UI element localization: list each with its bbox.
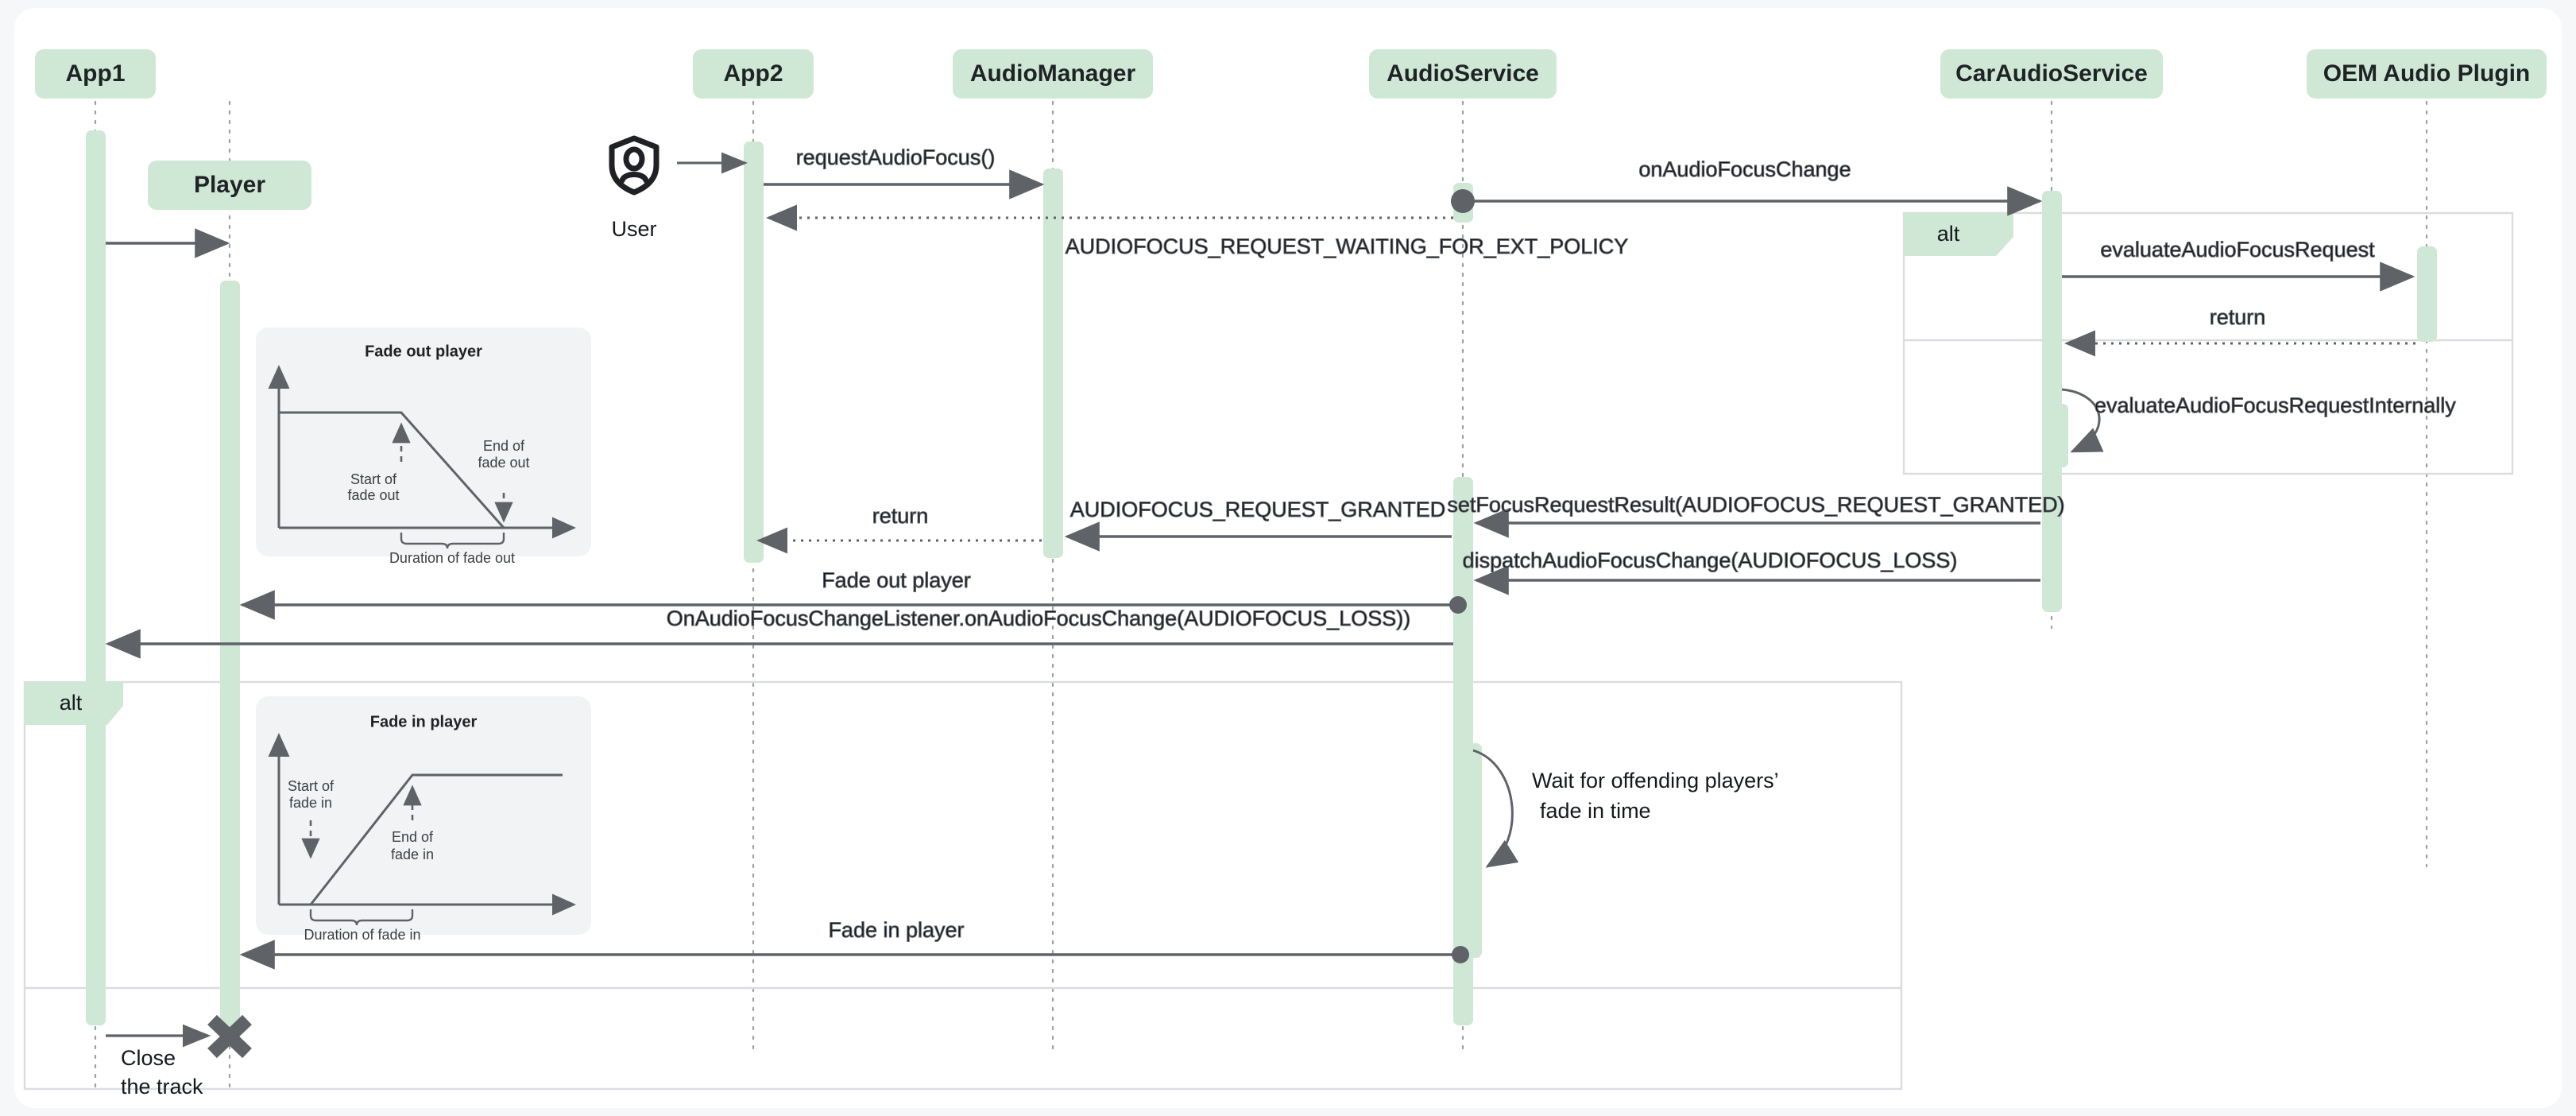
fade-out-duration-brace [400,533,505,549]
participant-label-app2: App2 [724,60,783,87]
activation-app1 [86,130,106,1025]
fragment-alt-1: alt [1902,211,2514,475]
activation-caraudioservice-self [2048,404,2068,467]
participant-player[interactable]: Player [148,161,311,210]
message-label-m12: Fade out player [822,568,971,592]
fade-in-duration-label: Duration of fade in [304,927,420,943]
fade-in-ann-end-l2: fade in [391,847,434,862]
activation-bars [86,130,2437,1044]
message-label-m10: return [872,504,929,528]
activation-caraudioservice [2042,191,2062,612]
fade-out-ann-end-l2: fade out [478,455,529,471]
fade-out-ann-end-l1: End of [483,438,525,454]
messages: requestAudioFocus() onAudioFocusChange A… [105,145,2457,970]
fade-in-ann-start-l1: Start of [288,778,335,794]
fade-out-ann-start-l2: fade out [347,487,399,503]
message-label-m15-line2: the track [121,1075,203,1099]
message-fade-in-player [239,940,1469,970]
fade-in-duration-brace [309,909,414,926]
message-fade-out-player [239,590,1467,620]
message-label-m15-line1: Close [121,1046,176,1070]
message-label-m3: onAudioFocusChange [1638,157,1851,181]
activation-oemplugin [2417,246,2437,342]
fade-in-ann-start-l2: fade in [289,795,332,811]
fade-in-series [279,773,563,906]
note-wait-offending-players: Wait for offending players’ fade in time [1472,749,1779,868]
participant-label-player: Player [194,172,265,198]
activation-app2 [744,141,764,563]
participant-audioservice[interactable]: AudioService [1369,49,1557,99]
message-evaluate-internally-selfloop [2061,388,2104,453]
participant-app2[interactable]: App2 [693,49,814,99]
message-on-audio-focus-change [1451,186,2043,216]
message-label-m8: setFocusRequestResult(AUDIOFOCUS_REQUEST… [1447,493,2064,517]
activation-audioservice-3 [1462,743,1482,958]
participant-caraudioservice[interactable]: CarAudioService [1940,49,2163,99]
actor-user[interactable]: User [609,135,659,241]
message-label-m11: dispatchAudioFocusChange(AUDIOFOCUS_LOSS… [1463,548,1958,572]
participant-label-audiomanager: AudioManager [970,60,1136,87]
participant-app1[interactable]: App1 [35,49,156,99]
participant-label-caraudioservice: CarAudioService [1955,60,2148,87]
participant-headers: App1 Player App2 AudioManager AudioServi… [35,49,2547,210]
fade-out-chart-title: Fade out player [365,343,482,360]
fade-out-ann-start-l1: Start of [350,471,397,487]
message-label-m14: Fade in player [828,918,964,942]
fragment-label-alt-1: alt [1937,222,1960,246]
fade-out-duration-label: Duration of fade out [389,550,515,566]
message-label-m7: evaluateAudioFocusRequestInternally [2094,393,2456,417]
message-label-m6: return [2210,305,2266,329]
actor-label-user: User [611,217,656,241]
message-label-m0: requestAudioFocus() [796,145,996,169]
fade-in-chart: Fade in player Start of fade in End of f… [256,696,591,943]
note-line-2: fade in time [1540,799,1651,823]
activation-player [220,281,240,1044]
fade-out-chart: Fade out player Start of fade out End of… [256,327,591,566]
fade-in-ann-end-l1: End of [392,829,434,845]
participant-oemplugin[interactable]: OEM Audio Plugin [2307,49,2547,99]
shield-person-icon [609,135,659,196]
fragment-label-alt-2: alt [60,691,83,715]
participant-label-audioservice: AudioService [1387,60,1539,87]
participant-label-app1: App1 [66,60,126,87]
participant-label-oemplugin: OEM Audio Plugin [2323,60,2531,87]
message-label-m5: evaluateAudioFocusRequest [2100,238,2375,262]
player-destroy-x-icon [207,1014,252,1059]
fade-in-chart-title: Fade in player [370,713,478,730]
message-label-m4: AUDIOFOCUS_REQUEST_WAITING_FOR_EXT_POLIC… [1066,234,1629,258]
message-label-m13: OnAudioFocusChangeListener.onAudioFocusC… [667,606,1410,630]
participant-audiomanager[interactable]: AudioManager [953,49,1153,99]
activation-audiomanager [1043,169,1063,558]
note-line-1: Wait for offending players’ [1532,769,1779,792]
fade-out-series [279,411,505,529]
close-track-group: Close the track [106,1024,211,1099]
message-label-m9: AUDIOFOCUS_REQUEST_GRANTED [1070,498,1446,521]
